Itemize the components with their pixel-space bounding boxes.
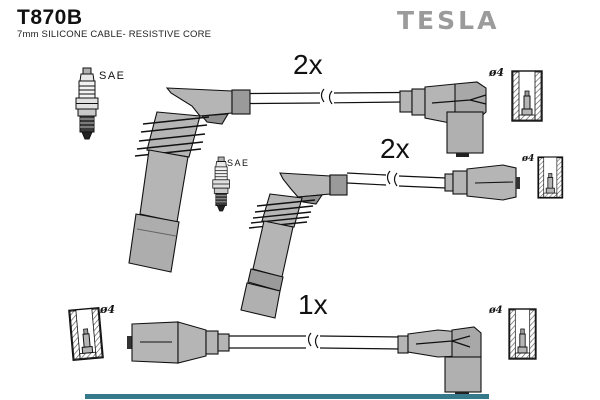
distributor-boot-row3: [397, 326, 482, 396]
cable-break-mark: [393, 172, 398, 187]
cable-row1: [249, 88, 404, 105]
cable-assembly-row1: [128, 81, 487, 273]
terminal-cup-icon: [68, 307, 104, 361]
spark-plug-icon: [75, 67, 99, 140]
cable-break-mark: [386, 170, 391, 185]
spark-plug-boot-row1: [128, 87, 251, 273]
sae-label-row2: SAE: [227, 158, 250, 168]
cable-assembly-row2: [240, 164, 520, 319]
cable-row3: [229, 332, 401, 350]
accent-bar: [85, 394, 489, 399]
part-number: T870B: [17, 6, 83, 29]
brand-logo: TESLA: [397, 6, 500, 35]
cable-break-mark: [328, 90, 333, 105]
cable-assembly-row3: [127, 321, 482, 396]
boot-ribs: [134, 116, 210, 157]
cable-break-mark: [307, 332, 312, 347]
sae-label-row1: SAE: [99, 70, 126, 82]
diameter-label-row3-right: ø4: [489, 305, 503, 316]
distributor-boot-row1: [399, 81, 487, 157]
terminal-cup-icon: [508, 308, 537, 360]
distributor-connector-row2: [444, 164, 520, 201]
cable-break-mark: [314, 334, 319, 349]
terminal-cup-icon: [537, 156, 564, 199]
cable-row2: [346, 170, 447, 189]
quantity-label-row1: 2x: [293, 49, 323, 80]
terminal-cup-icon: [511, 70, 543, 122]
spark-plug-boot-row2: [240, 172, 348, 319]
straight-connector-row3: [127, 321, 230, 364]
diameter-label-row2: ø4: [522, 154, 535, 164]
cable-break-mark: [320, 88, 325, 103]
diameter-label-row3-left: ø4: [100, 303, 115, 316]
subtitle: 7mm SILICONE CABLE- RESISTIVE CORE: [17, 29, 212, 40]
quantity-label-row2: 2x: [380, 133, 410, 164]
diameter-label-row1: ø4: [489, 66, 504, 79]
quantity-label-row3: 1x: [298, 289, 328, 320]
